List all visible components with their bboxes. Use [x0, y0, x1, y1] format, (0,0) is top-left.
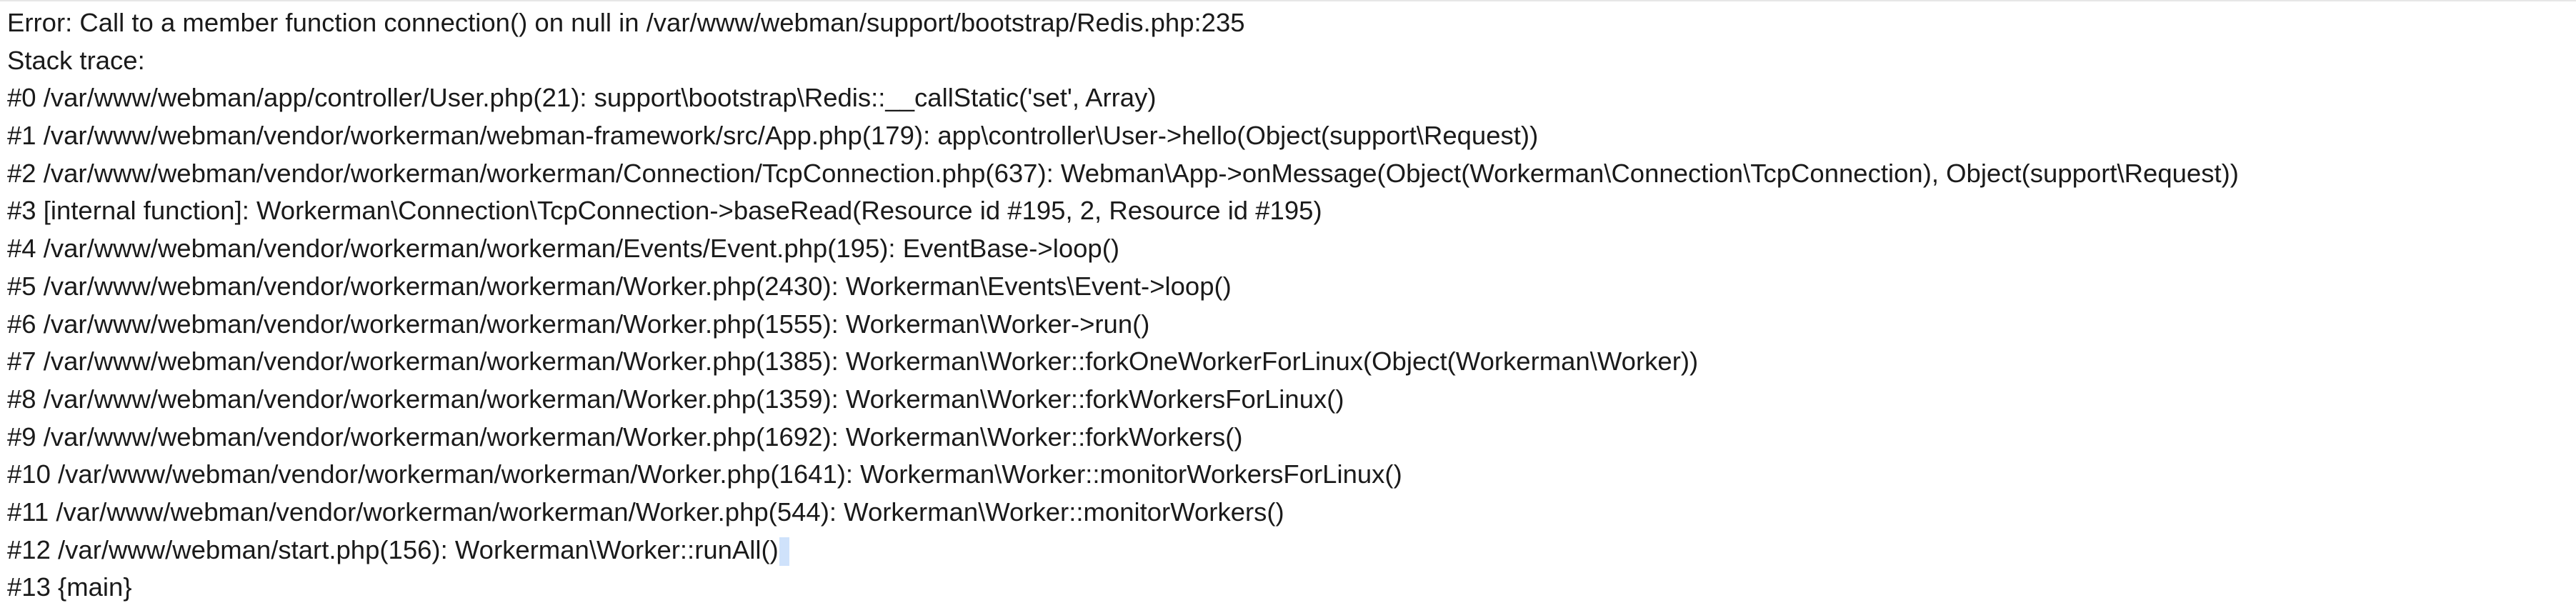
stack-frame-13[interactable]: #13 {main} — [7, 572, 132, 602]
stack-frame-5[interactable]: #5 /var/www/webman/vendor/workerman/work… — [7, 271, 1232, 301]
stack-frame-7[interactable]: #7 /var/www/webman/vendor/workerman/work… — [7, 347, 1699, 377]
text-selection-highlight — [779, 537, 789, 566]
stack-frame-10[interactable]: #10 /var/www/webman/vendor/workerman/wor… — [7, 459, 1402, 489]
stack-frame-0[interactable]: #0 /var/www/webman/app/controller/User.p… — [7, 83, 1157, 113]
error-output[interactable]: Error: Call to a member function connect… — [7, 4, 2565, 607]
stack-frame-11[interactable]: #11 /var/www/webman/vendor/workerman/wor… — [7, 497, 1284, 527]
stack-frame-1[interactable]: #1 /var/www/webman/vendor/workerman/webm… — [7, 121, 1539, 151]
stack-frame-4[interactable]: #4 /var/www/webman/vendor/workerman/work… — [7, 234, 1120, 264]
stack-frame-2[interactable]: #2 /var/www/webman/vendor/workerman/work… — [7, 158, 2239, 188]
stack-frame-6[interactable]: #6 /var/www/webman/vendor/workerman/work… — [7, 309, 1150, 339]
stack-frame-3[interactable]: #3 [internal function]: Workerman\Connec… — [7, 196, 1322, 226]
top-border — [0, 0, 2576, 1]
stack-frame-8[interactable]: #8 /var/www/webman/vendor/workerman/work… — [7, 384, 1344, 414]
stack-frame-12[interactable]: #12 /var/www/webman/start.php(156): Work… — [7, 534, 779, 564]
stack-trace-heading[interactable]: Stack trace: — [7, 45, 145, 75]
error-message[interactable]: Error: Call to a member function connect… — [7, 8, 1245, 37]
stack-frame-12-row[interactable]: #12 /var/www/webman/start.php(156): Work… — [7, 532, 2565, 569]
stack-frame-9[interactable]: #9 /var/www/webman/vendor/workerman/work… — [7, 422, 1243, 452]
